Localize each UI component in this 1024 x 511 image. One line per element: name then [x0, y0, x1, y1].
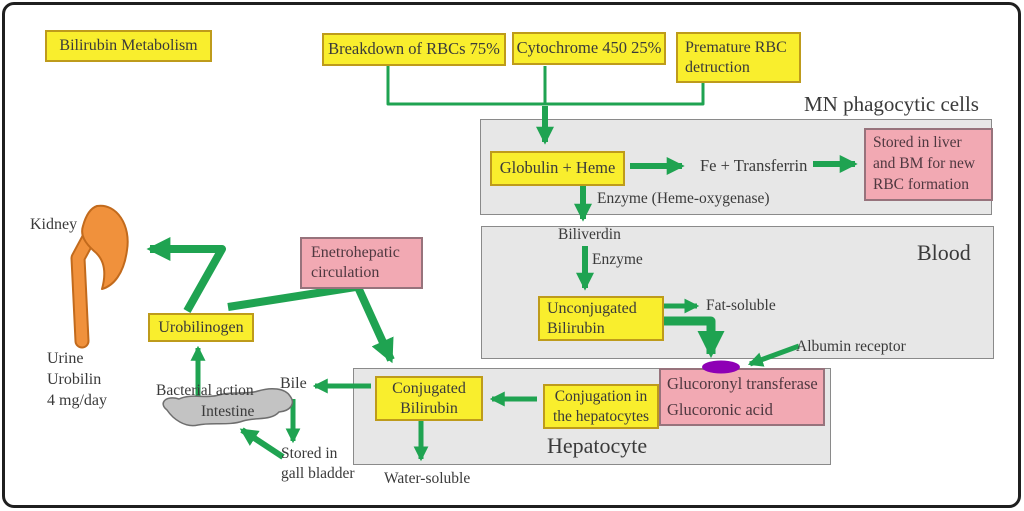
stored-gall-bladder-label: Stored in gall bladder: [281, 445, 355, 483]
globulin-heme-box: Globulin + Heme: [490, 151, 625, 186]
blood-label: Blood: [917, 240, 971, 265]
fe-transferrin-label: Fe + Transferrin: [700, 156, 808, 175]
unconjugated-bilirubin-box: Unconjugated Bilirubin: [538, 296, 664, 341]
arrow-enterohepatic-to-conjugated: [353, 283, 395, 364]
intestine-label: Intestine: [201, 403, 255, 420]
enzyme-label: Enzyme: [592, 251, 643, 268]
arrow-unconjugated-to-receptor: [655, 316, 725, 359]
kidney-icon: [81, 204, 129, 290]
title-box: Bilirubin Metabolism: [45, 30, 212, 62]
line-urobilinogen-to-enterohepatic: [227, 282, 363, 311]
urobilinogen-box: Urobilinogen: [148, 313, 254, 342]
arrow-gallbladder-to-intestine: [239, 427, 285, 460]
enterohepatic-circulation-box: Enetrohepatic circulation: [300, 237, 423, 289]
breakdown-rbc-box: Breakdown of RBCs 75%: [322, 33, 506, 66]
cytochrome-box: Cytochrome 450 25%: [512, 32, 666, 65]
biliverdin-label: Biliverdin: [558, 226, 621, 243]
bile-label: Bile: [280, 375, 307, 392]
urine-urobilin-label: Urine Urobilin 4 mg/day: [47, 350, 107, 409]
premature-rbc-box: Premature RBC detruction: [676, 32, 801, 83]
water-soluble-label: Water-soluble: [384, 470, 471, 487]
kidney-label: Kidney: [30, 216, 78, 233]
albumin-receptor-label: Albumin receptor: [796, 338, 906, 355]
intestine-icon: [162, 387, 294, 427]
arrow-albumin-to-receptor: [747, 343, 800, 367]
fat-soluble-label: Fat-soluble: [706, 297, 776, 314]
stored-liver-bm-box: Stored in liver and BM for new RBC forma…: [864, 128, 993, 201]
conjugated-bilirubin-box: Conjugated Bilirubin: [375, 376, 483, 421]
conjugation-hepatocytes-box: Conjugation in the hepatocytes: [543, 384, 659, 429]
enzyme-heme-oxygenase-label: Enzyme (Heme-oxygenase): [597, 190, 770, 207]
mn-phagocytic-label: MN phagocytic cells: [804, 92, 979, 116]
glucoronyl-transferase-box: Glucoronyl transferase Glucoronic acid: [659, 368, 825, 426]
bacterial-action-label: Bacterial action: [156, 382, 254, 399]
arrow-urobilinogen-to-kidney: [146, 237, 226, 313]
hepatocyte-label: Hepatocyte: [547, 433, 648, 458]
